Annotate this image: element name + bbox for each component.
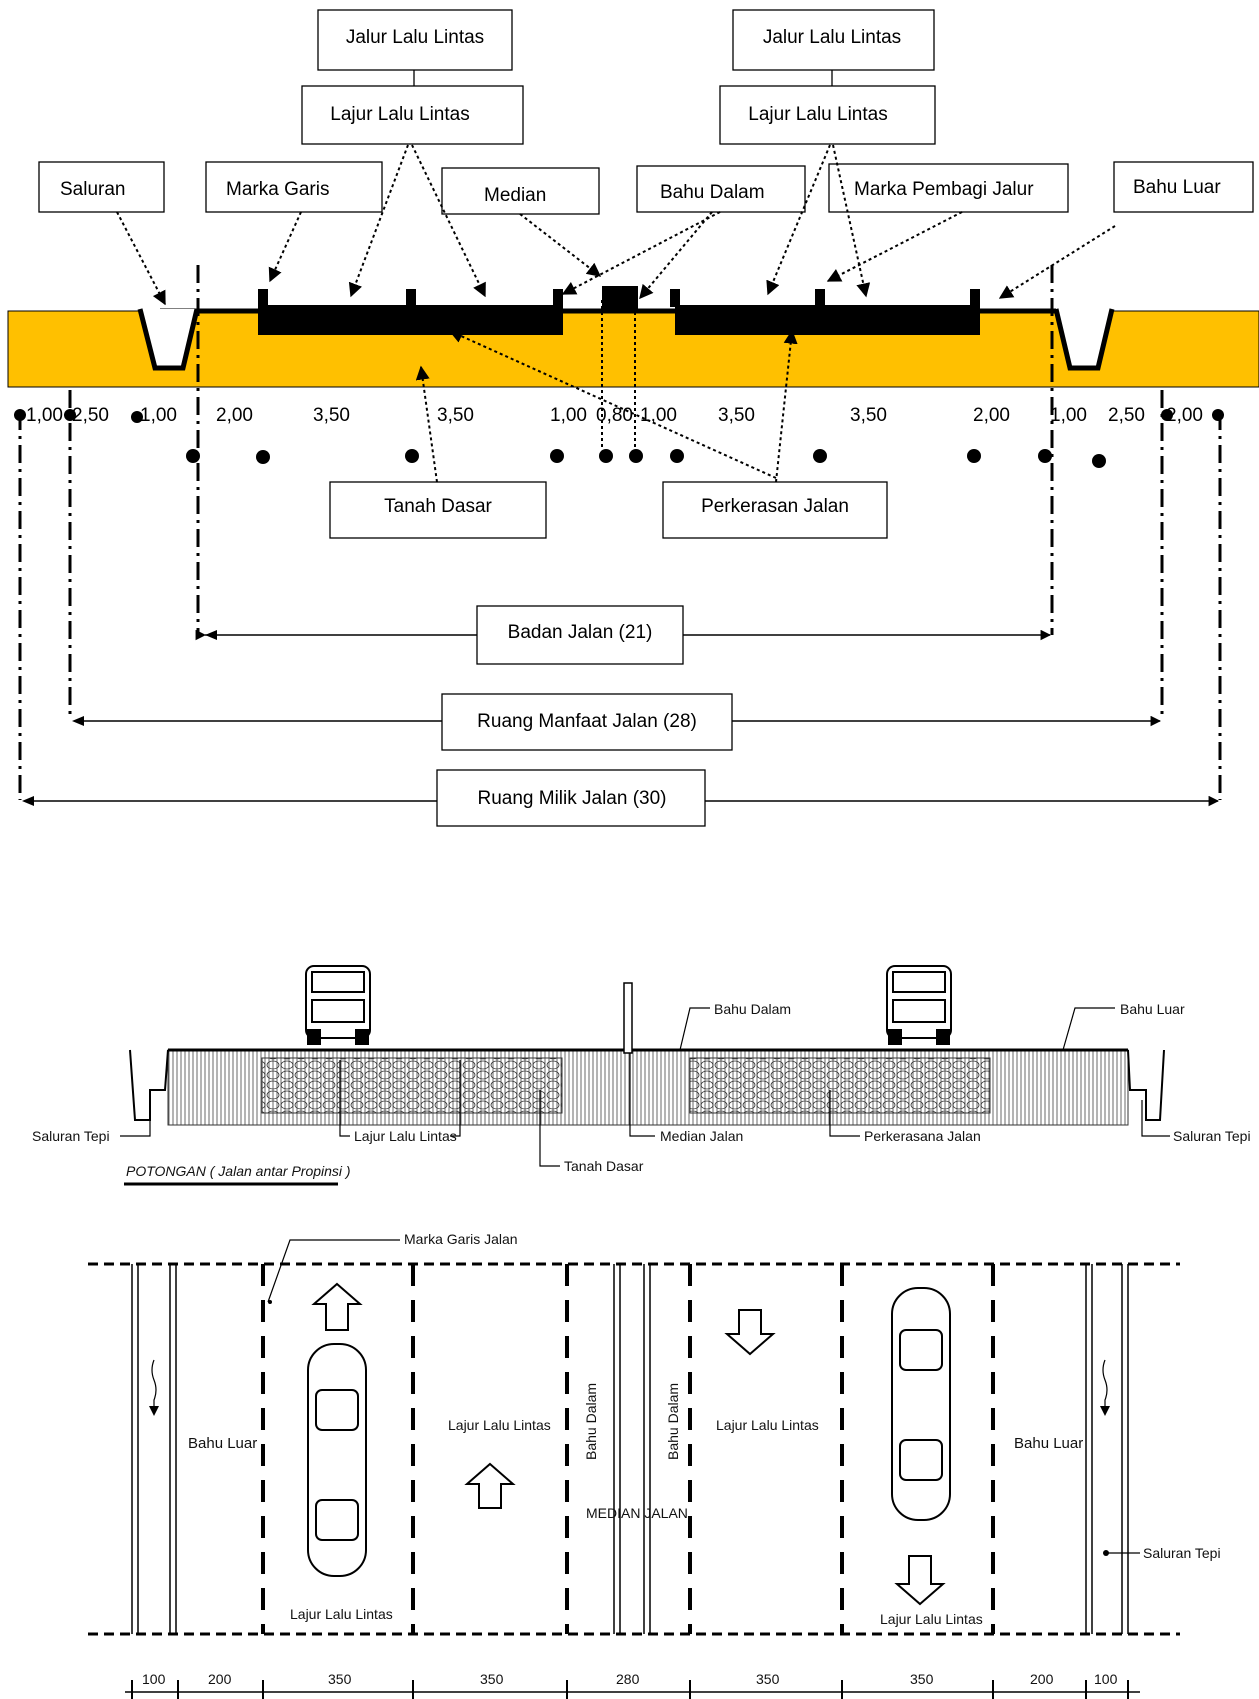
cad-label-tanah-dasar: Tanah Dasar [564, 1158, 644, 1174]
plan-label-median: MEDIAN JALAN [586, 1505, 688, 1521]
left-channel [137, 308, 200, 371]
cad-title-potongan: POTONGAN ( Jalan antar Propinsi ) [126, 1163, 351, 1179]
pavement-left [258, 305, 563, 335]
cad-cross-section: Bahu Dalam Bahu Luar Saluran Tepi Salura… [32, 965, 1251, 1186]
arrow-up-icon [311, 1282, 363, 1331]
label-box [441, 167, 600, 215]
cad-label-bahu-luar: Bahu Luar [1120, 1001, 1185, 1017]
cad-label-saluran-left: Saluran Tepi [32, 1128, 110, 1144]
label-ruang-manfaat: Ruang Manfaat Jalan (28) [477, 711, 697, 732]
plan-dim: 100 [142, 1671, 166, 1687]
dim-label: 1,00 [550, 405, 587, 426]
plan-label-bahu-luar-left: Bahu Luar [188, 1435, 257, 1452]
cad-label-perkerasana: Perkerasana Jalan [864, 1128, 981, 1144]
lane-marker [815, 289, 825, 307]
plan-label-bahu-luar-right: Bahu Luar [1014, 1435, 1083, 1452]
plan-label-bahu-dalam-2: Bahu Dalam [665, 1383, 681, 1460]
car-front-icon [305, 965, 371, 1045]
dim-label: 3,50 [313, 405, 350, 426]
label-perkerasan: Perkerasan Jalan [701, 496, 849, 517]
span-box-milik [436, 769, 706, 827]
plan-label-saluran-tepi: Saluran Tepi [1143, 1545, 1221, 1561]
dim-label: 2,50 [1108, 405, 1145, 426]
label-box [662, 481, 888, 539]
top-cross-section: 1,00 2,50 1,00 2,00 3,50 3,50 1,00 0,80 … [7, 9, 1259, 827]
dimension-labels: 1,00 2,50 1,00 2,00 3,50 3,50 1,00 0,80 … [26, 405, 1203, 426]
lane-marker [406, 289, 416, 307]
dim-label: 1,00 [1050, 405, 1087, 426]
plan-view: Marka Garis Jalan Bahu Luar Bahu Luar La… [88, 1231, 1221, 1699]
plan-dim: 350 [910, 1671, 934, 1687]
label-box [329, 481, 547, 539]
label-tanah-dasar: Tanah Dasar [384, 496, 492, 517]
plan-label-lajur-1: Lajur Lalu Lintas [290, 1606, 393, 1622]
label-box [205, 161, 383, 213]
dim-label: 2,00 [216, 405, 253, 426]
plan-dim: 350 [756, 1671, 780, 1687]
car-top-icon [891, 1287, 951, 1521]
plan-dim: 200 [208, 1671, 232, 1687]
arrow-up-icon [464, 1462, 516, 1509]
label-lajur-left: Lajur Lalu Lintas [330, 104, 469, 125]
span-box-badan [476, 605, 684, 665]
dim-label: 3,50 [437, 405, 474, 426]
plan-dim: 200 [1030, 1671, 1054, 1687]
cad-label-lajur: Lajur Lalu Lintas [354, 1128, 457, 1144]
label-jalur-right: Jalur Lalu Lintas [763, 27, 901, 48]
label-marka-pembagi: Marka Pembagi Jalur [854, 179, 1034, 200]
cad-label-saluran-right: Saluran Tepi [1173, 1128, 1251, 1144]
plan-label-bahu-dalam-1: Bahu Dalam [583, 1383, 599, 1460]
arrow-down-icon [724, 1309, 776, 1356]
label-box [828, 163, 1069, 213]
label-box [719, 85, 936, 145]
plan-label-lajur-4: Lajur Lalu Lintas [880, 1611, 983, 1627]
dim-label: 3,50 [850, 405, 887, 426]
dim-label: 1,00 [640, 405, 677, 426]
label-box [1113, 161, 1254, 213]
label-ruang-milik: Ruang Milik Jalan (30) [477, 788, 666, 809]
median-block [602, 286, 638, 312]
span-box-manfaat [441, 693, 733, 751]
dim-label: 2,00 [973, 405, 1010, 426]
cad-label-median: Median Jalan [660, 1128, 743, 1144]
dim-label: 2,50 [72, 405, 109, 426]
cad-label-bahu-dalam: Bahu Dalam [714, 1001, 791, 1017]
dim-label: 2,00 [1166, 405, 1203, 426]
label-jalur-left: Jalur Lalu Lintas [346, 27, 484, 48]
label-box [636, 165, 806, 213]
lane-marker [970, 289, 980, 307]
dimension-dots [14, 409, 1224, 468]
label-box [732, 9, 935, 71]
label-bahu-luar: Bahu Luar [1133, 177, 1221, 198]
label-bahu-dalam: Bahu Dalam [660, 182, 765, 203]
lane-marker [553, 289, 563, 307]
plan-label-lajur-3: Lajur Lalu Lintas [716, 1417, 819, 1433]
plan-dim: 350 [480, 1671, 504, 1687]
label-saluran: Saluran [60, 179, 126, 200]
plan-dim: 350 [328, 1671, 352, 1687]
lane-marker [258, 289, 268, 307]
plan-label-lajur-2: Lajur Lalu Lintas [448, 1417, 551, 1433]
pavement-right [675, 305, 980, 335]
label-box [317, 9, 513, 71]
label-lajur-right: Lajur Lalu Lintas [748, 104, 887, 125]
dim-label: 1,00 [140, 405, 177, 426]
dim-label: 1,00 [26, 405, 63, 426]
car-front-icon [886, 965, 952, 1045]
dim-label: 0,80 [596, 405, 633, 426]
label-marka-garis: Marka Garis [226, 179, 329, 200]
plan-dim: 280 [616, 1671, 640, 1687]
label-median: Median [484, 185, 546, 206]
lane-marker [670, 289, 680, 307]
right-channel [1053, 308, 1115, 371]
dim-label: 3,50 [718, 405, 755, 426]
car-top-icon [307, 1343, 367, 1577]
label-badan-jalan: Badan Jalan (21) [508, 622, 653, 643]
label-box [301, 85, 524, 145]
arrow-down-icon [894, 1555, 946, 1606]
plan-label-marka: Marka Garis Jalan [404, 1231, 518, 1247]
plan-dim: 100 [1094, 1671, 1118, 1687]
label-box [38, 161, 165, 213]
